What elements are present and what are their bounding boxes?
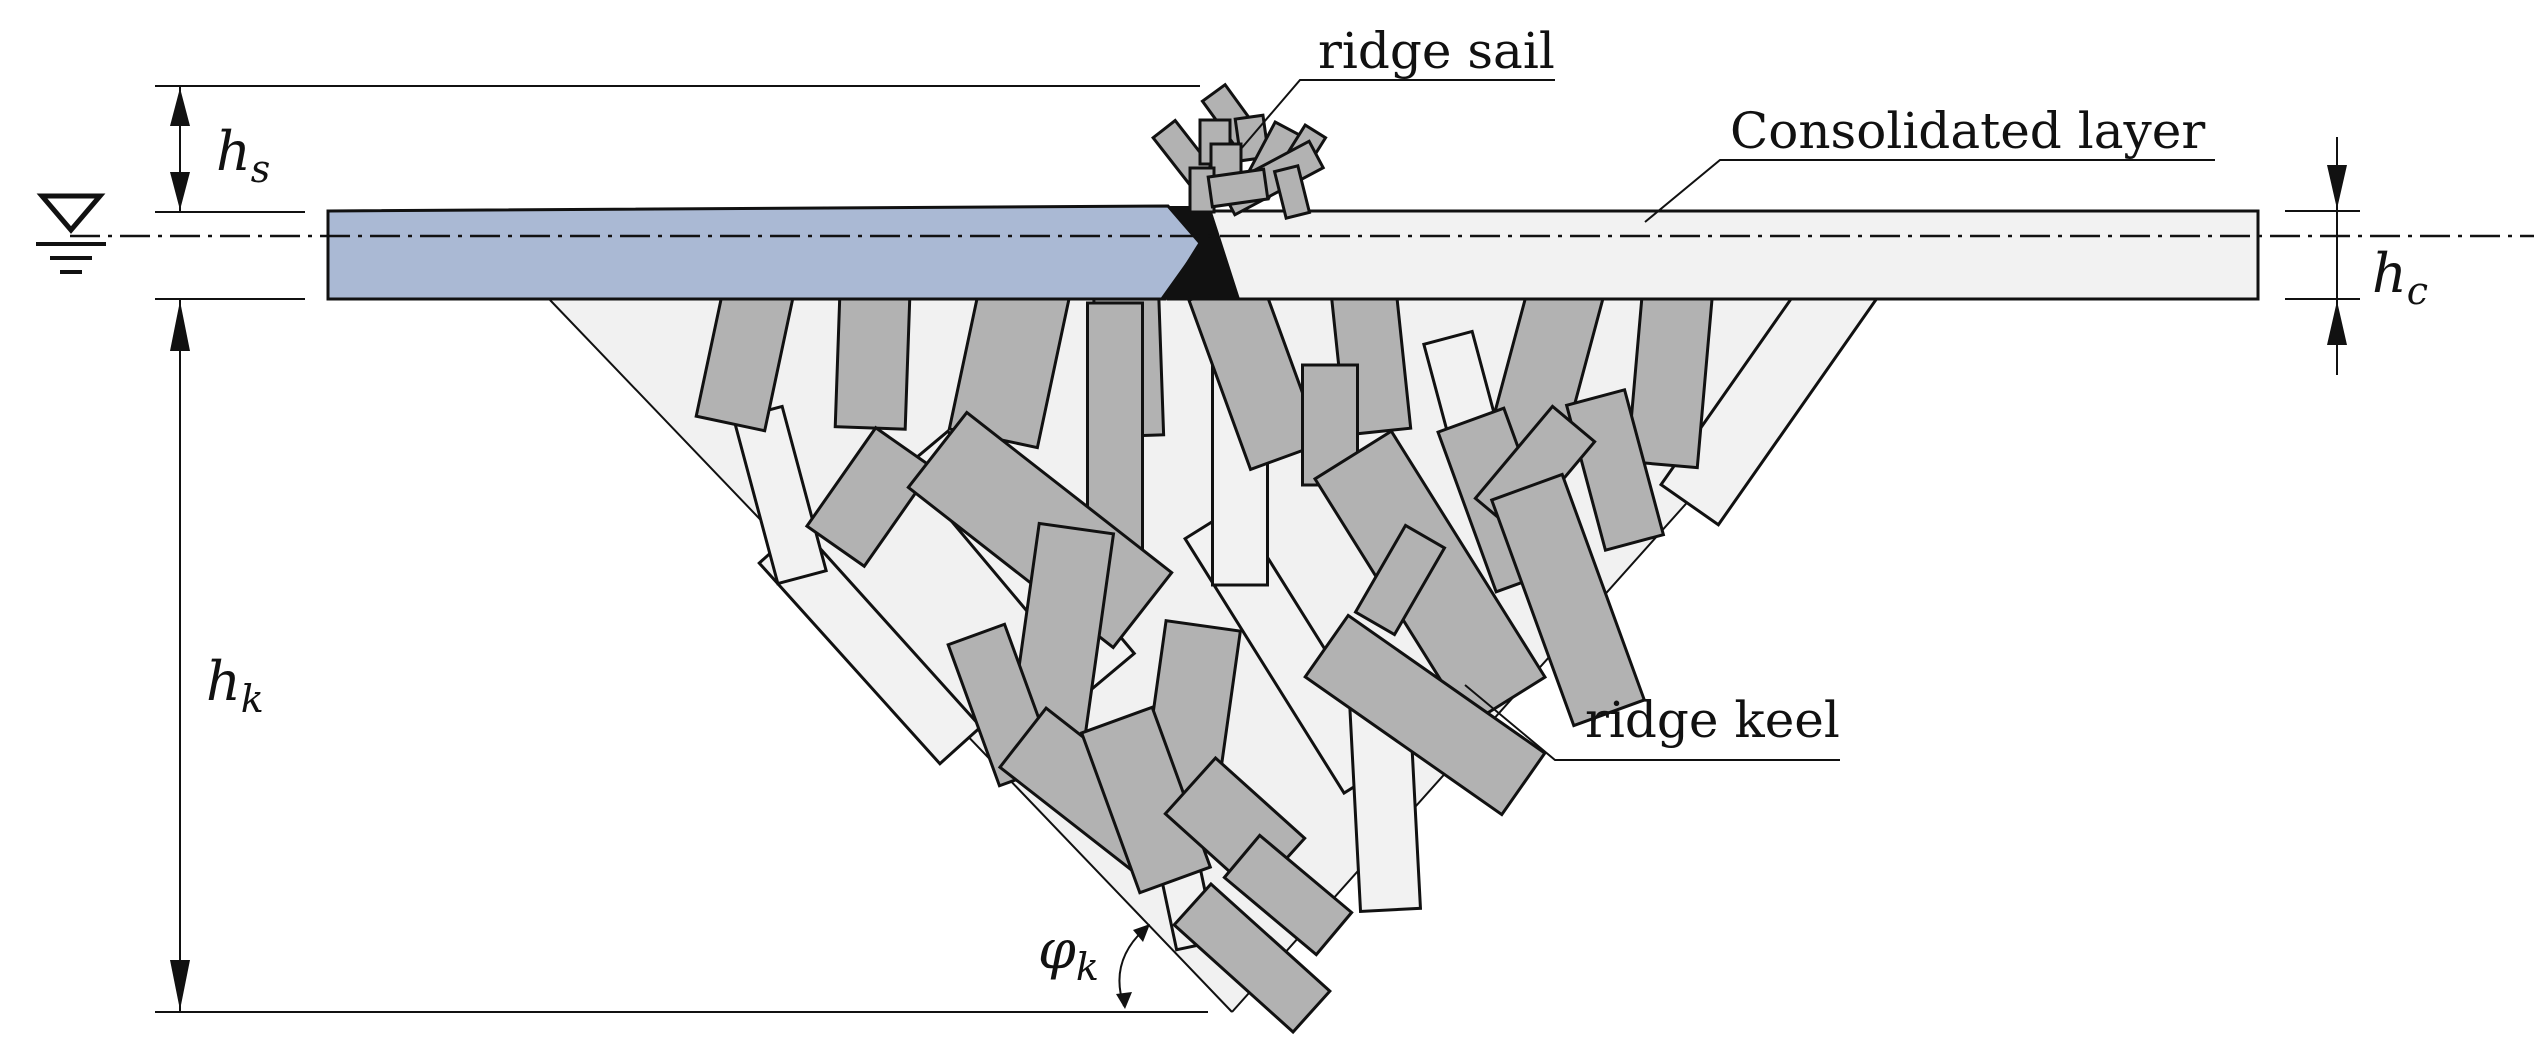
hc-dimension — [2327, 137, 2347, 375]
hc-symbol: hc — [2372, 242, 2428, 313]
phi-k-angle-arc — [1116, 924, 1150, 1009]
keel-block — [804, 425, 936, 569]
keel-block — [1222, 833, 1354, 957]
sail-block — [1272, 163, 1312, 221]
sail-blocks — [1151, 82, 1328, 221]
consolidated-layer — [326, 204, 2260, 301]
keel-block — [1079, 705, 1213, 895]
phi-k-symbol: φk — [1038, 918, 1099, 989]
ridge-sail-label: ridge sail — [1318, 22, 1555, 80]
sail-block — [1206, 167, 1270, 209]
hs-symbol: hs — [216, 120, 270, 191]
keel-block — [1489, 472, 1647, 728]
keel-block — [1172, 881, 1332, 1035]
ridge-keel-leader — [1464, 684, 1840, 761]
consolidated-layer-left — [326, 204, 1202, 301]
ridge-keel-label: ridge keel — [1585, 691, 1840, 749]
consolidated-layer-leader — [1644, 159, 2215, 223]
consolidated-layer-label: Consolidated layer — [1730, 102, 2205, 160]
keel-block — [1353, 523, 1447, 637]
hk-dimension — [170, 299, 190, 1012]
keel-blocks — [694, 240, 1882, 1035]
refrozen-joint — [1160, 206, 1240, 299]
ridge-sail-leader — [1239, 79, 1555, 151]
consolidated-layer-right — [1166, 209, 2260, 301]
hs-dimension — [170, 86, 190, 212]
water-level-triangle-icon — [36, 193, 106, 274]
keel-block — [1564, 387, 1666, 553]
keel-block — [1303, 613, 1547, 817]
hk-symbol: hk — [206, 650, 264, 721]
